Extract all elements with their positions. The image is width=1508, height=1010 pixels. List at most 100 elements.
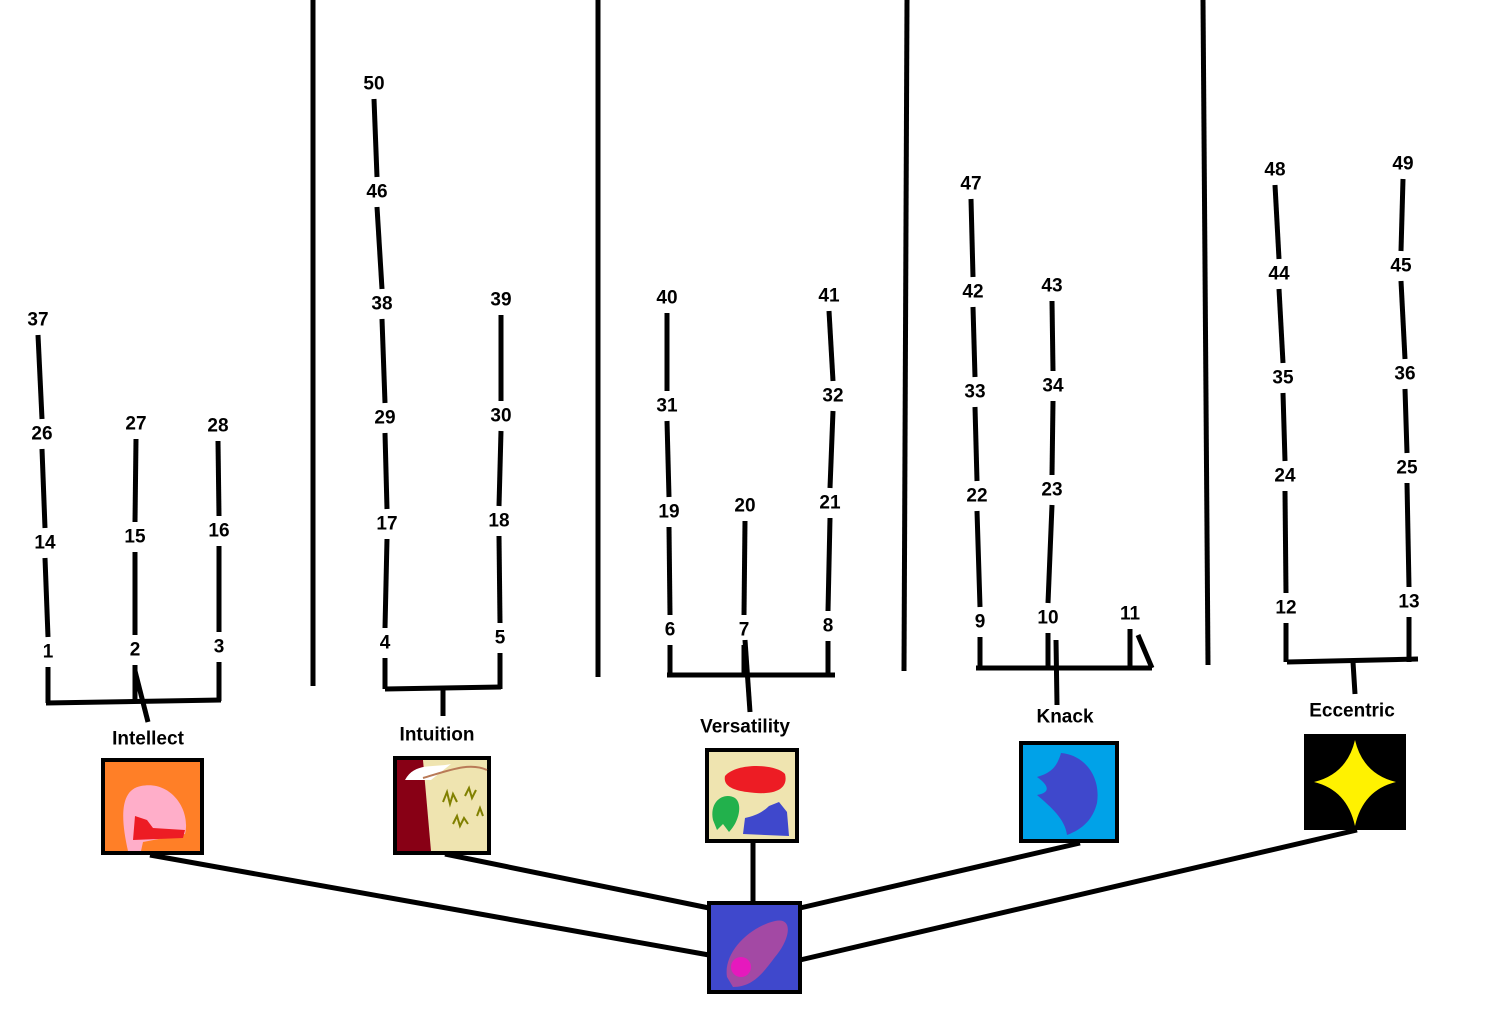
- skill-node-37[interactable]: 37: [27, 309, 49, 331]
- branch-label-intellect: Intellect: [112, 728, 184, 750]
- skill-node-21[interactable]: 21: [819, 492, 841, 514]
- skill-node-22[interactable]: 22: [966, 485, 988, 507]
- root-connector-intellect: [149, 852, 710, 958]
- knack-edge-23-34: [1049, 400, 1056, 476]
- skill-node-43[interactable]: 43: [1041, 275, 1063, 297]
- intuition-edge-46-50: [371, 98, 380, 178]
- skill-node-19[interactable]: 19: [658, 501, 680, 523]
- skill-node-13[interactable]: 13: [1398, 591, 1420, 613]
- root-connector-eccentric: [799, 827, 1358, 963]
- skill-node-6[interactable]: 6: [664, 619, 676, 641]
- intuition-scroll-spine: [397, 760, 431, 851]
- intuition-edge-4-17: [382, 538, 390, 629]
- skill-node-40[interactable]: 40: [656, 287, 678, 309]
- branch-label-eccentric: Eccentric: [1309, 700, 1395, 722]
- skill-node-29[interactable]: 29: [374, 407, 396, 429]
- skill-node-17[interactable]: 17: [376, 513, 398, 535]
- skill-node-32[interactable]: 32: [822, 385, 844, 407]
- skill-node-20[interactable]: 20: [734, 495, 756, 517]
- skill-node-3[interactable]: 3: [213, 636, 225, 658]
- skill-node-15[interactable]: 15: [124, 526, 146, 548]
- skill-node-1[interactable]: 1: [42, 641, 54, 663]
- versatility-edge-6-19: [666, 526, 673, 616]
- skill-node-26[interactable]: 26: [31, 423, 53, 445]
- skill-node-5[interactable]: 5: [494, 627, 506, 649]
- root-connector-intuition: [444, 851, 710, 911]
- eccentric-edge-36-45: [1398, 280, 1408, 360]
- knack-edge-10-23: [1045, 504, 1055, 604]
- skill-node-33[interactable]: 33: [964, 381, 986, 403]
- versatility-edge-8-21: [825, 517, 833, 612]
- root-swirl-blob-icon: [707, 901, 802, 994]
- knack-node-11-hook: [1135, 634, 1155, 669]
- intellect-edge-16-28: [215, 440, 222, 517]
- skill-node-34[interactable]: 34: [1042, 375, 1064, 397]
- eccentric-hub-connector: [1350, 661, 1358, 695]
- skill-node-35[interactable]: 35: [1272, 367, 1294, 389]
- intuition-edge-29-38: [379, 318, 388, 404]
- skill-node-16[interactable]: 16: [208, 520, 230, 542]
- eccentric-edge-44-48: [1272, 184, 1282, 260]
- skill-node-30[interactable]: 30: [490, 405, 512, 427]
- skill-node-46[interactable]: 46: [366, 181, 388, 203]
- knack-hub-connector: [1053, 639, 1060, 706]
- knack-edge-34-43: [1049, 300, 1056, 372]
- eccentric-bracket: [1286, 656, 1419, 665]
- intuition-scroll-curl: [405, 764, 451, 780]
- skill-node-9[interactable]: 9: [974, 611, 986, 633]
- intuition-scroll-edge: [422, 765, 488, 779]
- intuition-edge-17-29: [382, 432, 390, 510]
- eccentric-star-icon: [1304, 734, 1406, 830]
- knack-bird-shape: [1037, 753, 1098, 835]
- skill-node-49[interactable]: 49: [1392, 153, 1414, 175]
- skill-node-8[interactable]: 8: [822, 615, 834, 637]
- skill-node-24[interactable]: 24: [1274, 465, 1296, 487]
- versatility-green-blob: [712, 796, 740, 832]
- knack-edge-42-47: [968, 198, 976, 278]
- intuition-scroll-writing: [442, 785, 484, 829]
- skill-node-25[interactable]: 25: [1396, 457, 1418, 479]
- skill-node-36[interactable]: 36: [1394, 363, 1416, 385]
- skill-node-48[interactable]: 48: [1264, 159, 1286, 181]
- skill-node-42[interactable]: 42: [962, 281, 984, 303]
- intuition-scroll-icon: [393, 756, 491, 855]
- versatility-blue-blob: [743, 802, 789, 836]
- skill-node-7[interactable]: 7: [738, 619, 750, 641]
- versatility-edge-21-32: [827, 410, 836, 489]
- intellect-hub-connector: [132, 670, 151, 723]
- skill-node-38[interactable]: 38: [371, 293, 393, 315]
- root-blob-core: [731, 957, 751, 977]
- eccentric-edge-35-44: [1276, 288, 1286, 364]
- intuition-edge-5-18: [496, 535, 503, 624]
- skill-node-31[interactable]: 31: [656, 395, 678, 417]
- skill-node-11[interactable]: 11: [1119, 603, 1141, 625]
- skill-node-27[interactable]: 27: [125, 413, 147, 435]
- skill-node-12[interactable]: 12: [1275, 597, 1297, 619]
- skill-node-47[interactable]: 47: [960, 173, 982, 195]
- skill-node-10[interactable]: 10: [1037, 607, 1059, 629]
- versatility-red-blob: [724, 766, 786, 794]
- skill-node-2[interactable]: 2: [129, 639, 141, 661]
- skill-node-44[interactable]: 44: [1268, 263, 1290, 285]
- skill-node-4[interactable]: 4: [379, 632, 391, 654]
- skill-node-45[interactable]: 45: [1390, 255, 1412, 277]
- skill-node-18[interactable]: 18: [488, 510, 510, 532]
- skill-node-39[interactable]: 39: [490, 289, 512, 311]
- skill-node-28[interactable]: 28: [207, 415, 229, 437]
- skill-node-23[interactable]: 23: [1041, 479, 1063, 501]
- intuition-bracket: [384, 684, 502, 692]
- intellect-brain-mark: [133, 816, 185, 840]
- skill-node-50[interactable]: 50: [363, 73, 385, 95]
- branch-label-intuition: Intuition: [399, 724, 475, 746]
- skill-node-14[interactable]: 14: [34, 532, 56, 554]
- versatility-edge-32-41: [826, 310, 836, 382]
- eccentric-star-shape: [1314, 740, 1396, 826]
- section-divider-4: [1200, 0, 1211, 666]
- section-divider-3: [901, 0, 910, 672]
- versatility-edge-7-20: [741, 520, 748, 616]
- intellect-edge-15-27: [132, 438, 139, 523]
- skill-node-41[interactable]: 41: [818, 285, 840, 307]
- intellect-brain-icon: [101, 758, 204, 855]
- intellect-bracket: [45, 697, 222, 706]
